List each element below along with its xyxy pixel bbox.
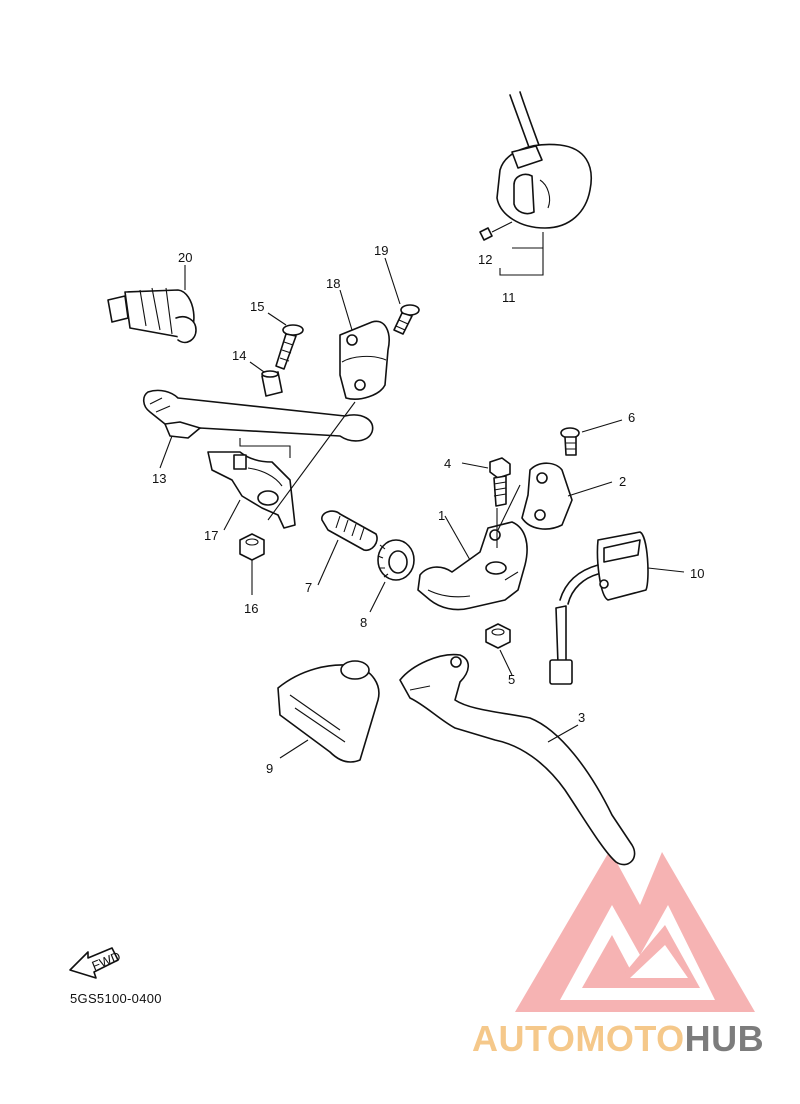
callout-19: 19 <box>374 243 388 258</box>
callout-14: 14 <box>232 348 246 363</box>
holder-1 <box>417 521 528 611</box>
switch-10 <box>549 531 649 685</box>
callout-12: 12 <box>478 252 492 267</box>
cover-9 <box>277 660 380 763</box>
collar-14 <box>261 370 283 397</box>
watermark-text-secondary: HUB <box>684 1018 765 1059</box>
callout-8: 8 <box>360 615 367 630</box>
callout-3: 3 <box>578 710 585 725</box>
lever-13 <box>142 389 374 442</box>
fwd-label: FWD <box>90 948 123 973</box>
callout-16: 16 <box>244 601 258 616</box>
bolt-19 <box>393 304 420 335</box>
callout-15: 15 <box>250 299 264 314</box>
watermark-logo <box>515 850 755 1012</box>
diagram-code: 5GS5100-0400 <box>70 991 162 1006</box>
lever-3 <box>399 653 636 866</box>
clamp-18 <box>339 320 390 400</box>
leader-lines <box>159 232 685 759</box>
nut-16 <box>239 533 265 561</box>
bolt-7 <box>321 510 378 552</box>
watermark-text-primary: AUTOMOTO <box>472 1018 685 1059</box>
bolt-6 <box>560 427 580 456</box>
holder-17 <box>207 451 296 529</box>
callout-13: 13 <box>152 471 166 486</box>
callout-6: 6 <box>628 410 635 425</box>
barrel-20 <box>107 287 197 344</box>
callout-11: 11 <box>502 290 516 305</box>
switch-assembly-11 <box>479 91 592 241</box>
callout-7: 7 <box>305 580 312 595</box>
adjuster-8 <box>377 539 415 581</box>
callout-10: 10 <box>690 566 704 581</box>
callout-18: 18 <box>326 276 340 291</box>
callout-2: 2 <box>619 474 626 489</box>
callout-5: 5 <box>508 672 515 687</box>
bolt-4 <box>489 457 511 507</box>
fwd-arrow-icon: FWD <box>69 947 123 979</box>
callouts: 1 2 3 4 5 6 7 8 9 10 11 12 13 14 15 16 1… <box>152 243 704 776</box>
clamp-2 <box>521 462 573 530</box>
callout-4: 4 <box>444 456 451 471</box>
callout-1: 1 <box>438 508 445 523</box>
watermark-text: AUTOMOTOHUB <box>472 1018 764 1060</box>
callout-9: 9 <box>266 761 273 776</box>
nut-5 <box>485 623 511 649</box>
bolt-15 <box>275 324 304 370</box>
callout-20: 20 <box>178 250 192 265</box>
callout-17: 17 <box>204 528 218 543</box>
